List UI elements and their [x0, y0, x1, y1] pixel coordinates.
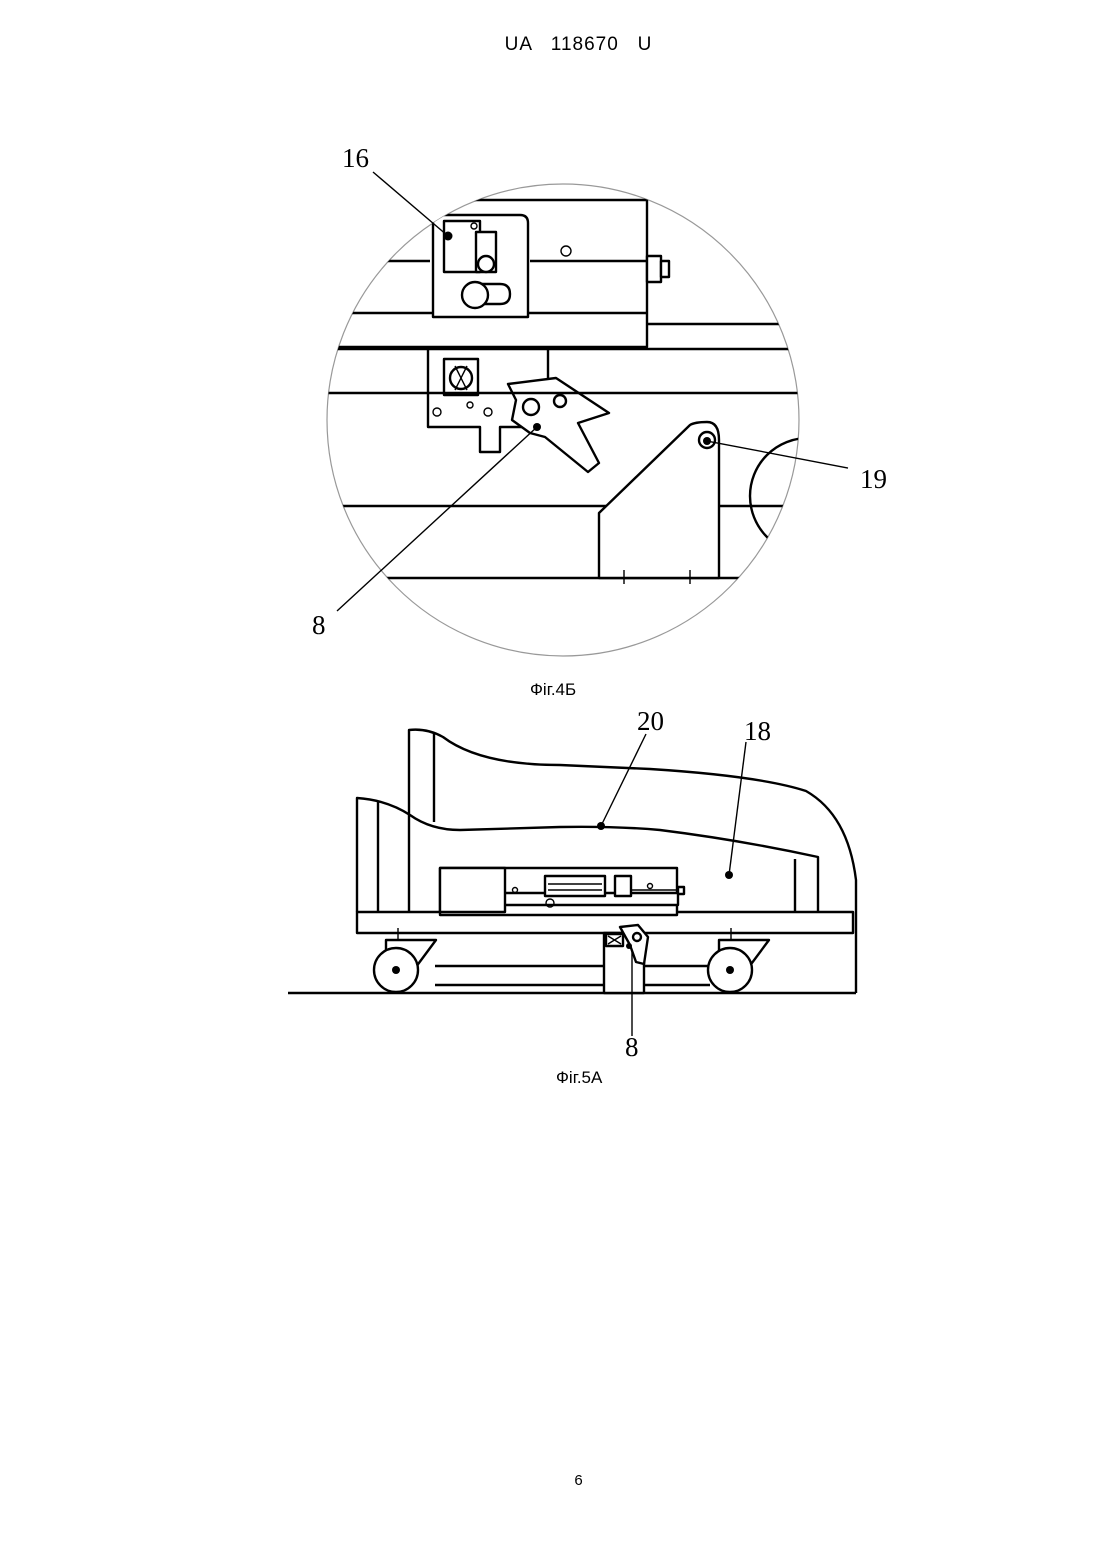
figure-4b-drawing [300, 172, 866, 656]
label-18: 18 [744, 716, 771, 746]
figure-4b-caption: Фіг.4Б [530, 680, 576, 700]
figure-5a-caption: Фіг.5А [556, 1068, 602, 1088]
page-number: 6 [0, 1472, 1101, 1489]
label-16: 16 [342, 143, 369, 173]
label-19: 19 [860, 464, 887, 494]
figure-5a-drawing [288, 730, 856, 1036]
label-8-fig5a: 8 [625, 1032, 639, 1062]
label-20: 20 [637, 706, 664, 736]
label-8-fig4b: 8 [312, 610, 326, 640]
